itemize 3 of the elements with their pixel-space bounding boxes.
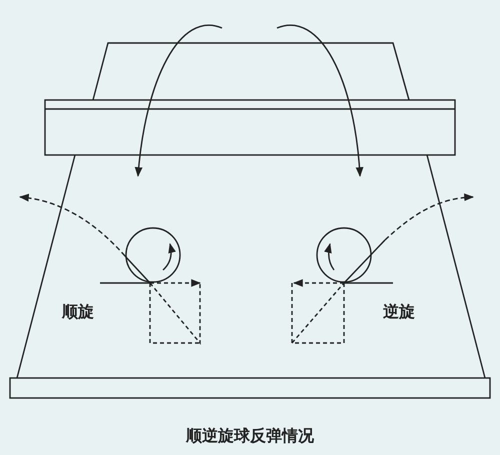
caption: 顺逆旋球反弹情况: [186, 428, 314, 444]
spin-label: 顺旋: [62, 304, 94, 320]
spin-label: 逆旋: [383, 304, 415, 320]
